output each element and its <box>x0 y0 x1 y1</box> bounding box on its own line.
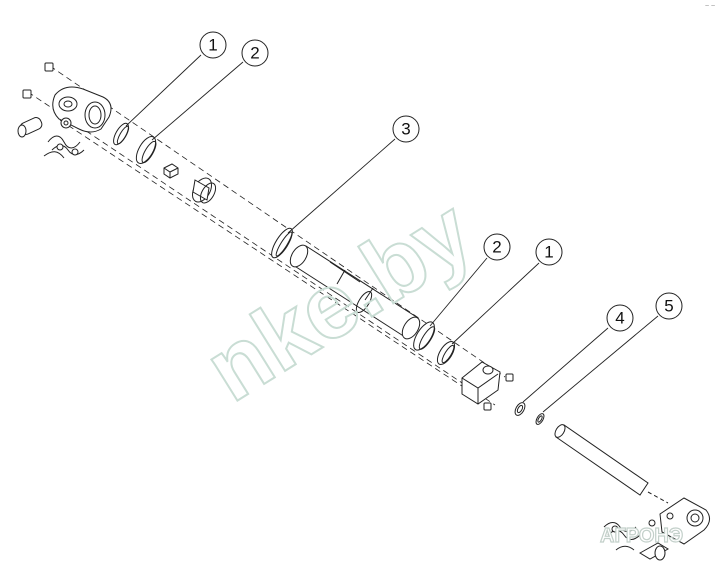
callout-2-right-label: 2 <box>492 238 501 257</box>
callout-balloons: 1 2 3 2 1 4 5 <box>199 31 683 332</box>
right-end-cap <box>461 361 514 411</box>
callout-2-left: 2 <box>241 39 269 67</box>
callout-1-left-label: 1 <box>208 36 217 55</box>
callout-4: 4 <box>606 304 634 332</box>
callout-5: 5 <box>655 292 683 320</box>
left-end-fitting <box>17 62 112 159</box>
callout-1-left: 1 <box>199 31 227 59</box>
cylinder-barrel <box>289 244 421 340</box>
callout-1-right: 1 <box>535 238 563 266</box>
brand-logo: АГРОНЭ <box>599 524 683 547</box>
callout-3: 3 <box>392 115 420 143</box>
watermark: nke.by <box>188 179 491 422</box>
callout-4-label: 4 <box>615 309 624 328</box>
watermark-text: nke.by <box>189 180 490 421</box>
brand-logo-text: АГРОНЭ <box>600 525 683 547</box>
rod-washers <box>514 402 545 425</box>
callout-5-label: 5 <box>664 297 673 316</box>
rod-end-fitting <box>603 497 710 561</box>
left-seal-rings <box>113 122 217 204</box>
corner-mark: ~ ~ <box>705 3 715 10</box>
piston-ring <box>271 227 293 259</box>
callout-2-right: 2 <box>483 233 511 261</box>
right-seal-rings <box>413 321 456 365</box>
callout-1-right-label: 1 <box>544 243 553 262</box>
callout-leaders <box>125 54 659 413</box>
assembly-axis-lines <box>27 65 506 406</box>
callout-3-label: 3 <box>401 120 410 139</box>
callout-2-left-label: 2 <box>250 44 259 63</box>
piston-rod <box>554 424 669 504</box>
